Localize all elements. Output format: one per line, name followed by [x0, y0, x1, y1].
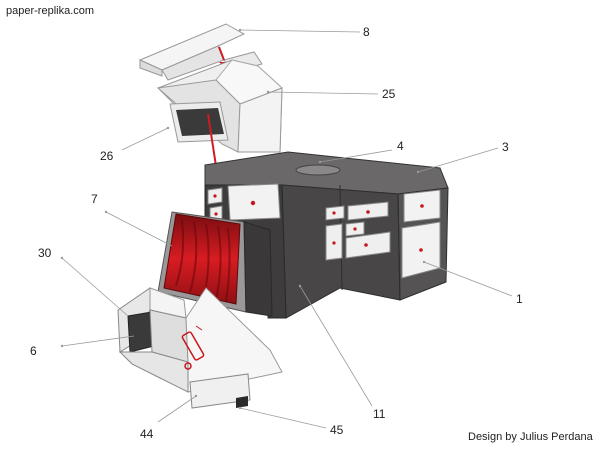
- part-7-red-panel: [157, 211, 273, 317]
- designer-credit: Design by Julius Perdana: [468, 431, 593, 443]
- label-part-25: 25: [382, 87, 396, 101]
- leader-dots: [60, 28, 426, 410]
- part-8-lid: [138, 23, 263, 81]
- label-part-1: 1: [516, 292, 523, 306]
- panel-dots: [213, 194, 424, 252]
- label-part-44: 44: [140, 427, 154, 441]
- label-part-26: 26: [100, 149, 114, 163]
- assembly-arrow: [218, 46, 225, 61]
- label-part-30: 30: [38, 246, 52, 260]
- label-part-4: 4: [397, 139, 404, 153]
- label-part-3: 3: [502, 140, 509, 154]
- label-part-7: 7: [91, 192, 98, 206]
- label-part-11: 11: [373, 407, 386, 421]
- part-26-slot: [169, 101, 229, 143]
- label-part-8: 8: [363, 25, 370, 39]
- label-part-6: 6: [30, 344, 37, 358]
- leader-lines: [61, 29, 513, 429]
- label-part-45: 45: [330, 423, 344, 437]
- front-chassis: [117, 287, 283, 409]
- site-watermark: paper-replika.com: [6, 5, 95, 17]
